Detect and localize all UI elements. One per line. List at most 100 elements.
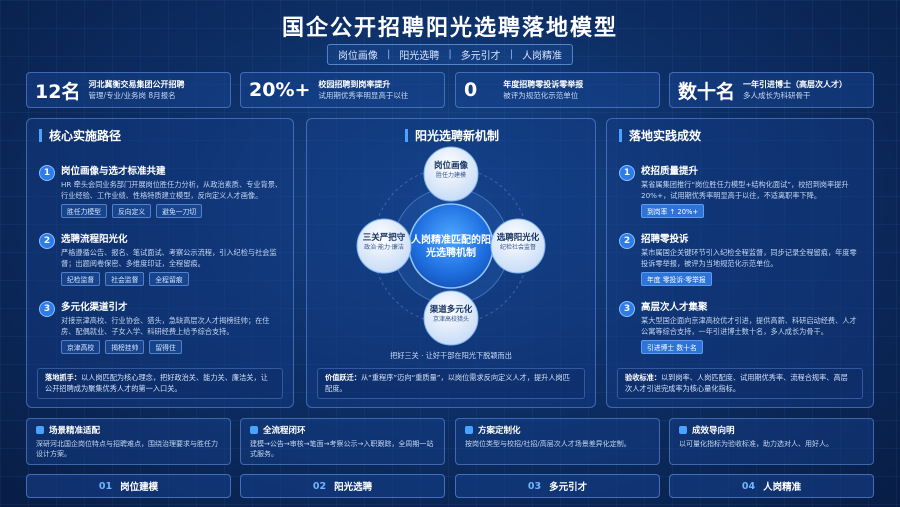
step-number-badge: 1: [39, 165, 55, 181]
stat-title: 一年引进博士（高层次人才）: [743, 80, 848, 89]
satellite-circle-top: [423, 146, 479, 202]
advantage-desc: 建模→公告→审核→笔面→考察公示→入职跟踪，全周期一站式服务。: [250, 440, 434, 458]
result-item-desc: 某市属国企关键环节引入纪检全程监督，同步记录全程留痕，年度零投诉零举报，被评为当…: [641, 248, 857, 268]
stat-title: 校园招聘到岗率提升: [318, 80, 391, 89]
advantage-desc: 按岗位类型与校招/社招/高层次人才场景差异化定制。: [465, 440, 631, 448]
nav-tab-number: 03: [527, 480, 542, 492]
tag-item: 多元引才: [460, 51, 501, 62]
panel-header: 落地实践成效: [607, 119, 873, 144]
advantage-title: 全流程闭环: [263, 426, 306, 436]
stat-number: 数十名: [678, 80, 736, 103]
hub-label: 人岗精准匹配的阳光选聘机制: [411, 235, 491, 259]
satellite-circle-left: [356, 218, 412, 274]
step-number-badge: 1: [619, 165, 635, 181]
path-item-desc: HR 牵头会同业务部门开展岗位胜任力分析，从政治素质、专业背景、行业经验、工作业…: [61, 180, 283, 200]
stat-title: 年度招聘零投诉零举报: [503, 80, 584, 89]
advantage-card: 成效导向明 以可量化指标为验收标准，助力选对人、用好人。: [669, 418, 874, 465]
stat-card-arrival-rate: 20%+ 校园招聘到岗率提升 试用期优秀率明显高于以往: [240, 72, 445, 108]
nav-tab-number: 01: [98, 480, 113, 492]
diagram-caption: 把好三关 · 让好干部在阳光下脱颖而出: [390, 351, 512, 360]
stat-number: 20%+: [249, 79, 311, 101]
path-item-title: 多元化渠道引才: [61, 302, 128, 313]
panel-note: 价值跃迁：从“重程序”迈向“重质量”，以岗位需求反向定义人才，提升人岗匹配度。: [317, 368, 585, 399]
satellite-title: 岗位画像: [433, 161, 468, 171]
loop-icon: [250, 426, 258, 434]
nav-tab-channels[interactable]: 03 多元引才: [455, 474, 660, 498]
advantage-title: 方案定制化: [478, 426, 521, 436]
metric-chip: 引进博士 数十名: [641, 340, 703, 354]
chip: 留得住: [149, 340, 182, 354]
left-panel: 核心实施路径 1 岗位画像与选才标准共建 HR 牵头会同业务部门开展岗位胜任力分…: [26, 118, 294, 408]
nav-tab-label: 多元引才: [549, 482, 588, 493]
path-item-desc: 对接京津高校、行业协会、猎头，急缺高层次人才揭榜挂帅；在住房、配偶就业、子女入学…: [61, 316, 270, 336]
nav-tab-label: 岗位建模: [120, 482, 159, 493]
stat-card-phd: 数十名 一年引进博士（高层次人才） 多人成长为科研骨干: [669, 72, 874, 108]
chip: 揭榜挂帅: [105, 340, 145, 354]
stat-subtitle: 多人成长为科研骨干: [743, 91, 811, 100]
chip: 社会监督: [105, 272, 145, 286]
panel-title: 核心实施路径: [49, 129, 122, 143]
chip: 全程留痕: [149, 272, 189, 286]
satellite-left: 三关严把守 政治·能力·廉洁: [357, 233, 411, 252]
page-title: 国企公开招聘阳光选聘落地模型: [281, 16, 618, 41]
stat-card-recruitment: 12名 河北冀衡交易集团公开招聘 管理/专业/业务岗 8月报名: [26, 72, 231, 108]
satellite-subtitle: 政治·能力·廉洁: [364, 244, 404, 251]
nav-tab-modeling[interactable]: 01 岗位建模: [26, 474, 231, 498]
path-item-title: 选聘流程阳光化: [61, 234, 128, 245]
path-item: 2 选聘流程阳光化 严格遵循公告、报名、笔试面试、考察公示流程，引入纪检与社会监…: [39, 233, 283, 286]
result-item-title: 高层次人才集聚: [641, 302, 708, 313]
nav-tab-number: 02: [312, 480, 327, 492]
path-item: 1 岗位画像与选才标准共建 HR 牵头会同业务部门开展岗位胜任力分析，从政治素质…: [39, 165, 283, 218]
satellite-title: 选聘阳光化: [496, 233, 540, 243]
panel-header: 核心实施路径: [27, 119, 293, 144]
stat-number: 12名: [35, 80, 81, 103]
chip-row: 胜任力模型 反向定义 避免一刀切: [61, 204, 283, 218]
result-item-desc: 某省属集团推行“岗位胜任力模型+结构化面试”，校招到岗率提升 20%+，试用期优…: [641, 180, 849, 200]
satellite-subtitle: 京津高校猎头: [432, 316, 469, 323]
tag-strip: 岗位画像 | 阳光选聘 | 多元引才 | 人岗精准: [326, 44, 574, 65]
path-item: 3 多元化渠道引才 对接京津高校、行业协会、猎头，急缺高层次人才揭榜挂帅；在住房…: [39, 301, 283, 354]
path-item-title: 岗位画像与选才标准共建: [61, 166, 166, 177]
advantage-desc: 以可量化指标为验收标准，助力选对人、用好人。: [679, 440, 833, 448]
chip-row: 年度 零投诉·零举报: [641, 272, 863, 286]
tag-separator: |: [386, 49, 391, 60]
result-item-title: 招聘零投诉: [641, 234, 689, 245]
stat-card-complaints: 0 年度招聘零投诉零举报 被评为规范化示范单位: [455, 72, 660, 108]
chip: 纪检监督: [61, 272, 101, 286]
panel-title: 阳光选聘新机制: [414, 129, 499, 143]
stat-number: 0: [464, 79, 478, 101]
step-number-badge: 2: [39, 233, 55, 249]
satellite-circle-bottom: [423, 290, 479, 346]
header-accent-bar: [39, 129, 42, 142]
stat-subtitle: 管理/专业/业务岗 8月报名: [88, 91, 176, 100]
right-panel: 落地实践成效 1 校招质量提升 某省属集团推行“岗位胜任力模型+结构化面试”，校…: [606, 118, 874, 408]
tag-separator: |: [448, 49, 452, 60]
result-item: 1 校招质量提升 某省属集团推行“岗位胜任力模型+结构化面试”，校招到岗率提升 …: [619, 165, 863, 218]
note-text: 以到岗率、人岗匹配度、试用期优秀率、流程合规率、高层次人才引进完成率为核心量化指…: [625, 373, 848, 393]
chip-row: 到岗率 ↑ 20%+: [641, 204, 863, 218]
advantage-card: 全流程闭环 建模→公告→审核→笔面→考察公示→入职跟踪，全周期一站式服务。: [240, 418, 445, 465]
tag-separator: |: [509, 49, 514, 60]
nav-tab-label: 人岗精准: [763, 482, 802, 493]
satellite-right: 选聘阳光化 纪检社会监督: [491, 233, 545, 252]
result-item: 2 招聘零投诉 某市属国企关键环节引入纪检全程监督，同步记录全程留痕，年度零投诉…: [619, 233, 863, 286]
chip: 避免一刀切: [156, 204, 203, 218]
mechanism-diagram: [356, 146, 546, 346]
satellite-circle-right: [490, 218, 546, 274]
stat-subtitle: 试用期优秀率明显高于以往: [318, 91, 409, 100]
note-label: 验收标准：: [625, 373, 661, 382]
note-label: 价值跃迁：: [325, 373, 361, 382]
stat-title: 河北冀衡交易集团公开招聘: [88, 80, 185, 89]
advantage-desc: 深研河北国企岗位特点与招聘难点，围绕治理要求与胜任力设计方案。: [36, 440, 218, 458]
advantage-card: 场景精准适配 深研河北国企岗位特点与招聘难点，围绕治理要求与胜任力设计方案。: [26, 418, 231, 465]
target-icon: [36, 426, 44, 434]
tag-item: 阳光选聘: [399, 51, 440, 62]
header-accent-bar: [619, 129, 622, 142]
stat-subtitle: 被评为规范化示范单位: [503, 91, 579, 100]
panel-header: 阳光选聘新机制: [307, 119, 595, 144]
result-item-desc: 某大型国企面向京津高校优才引进，提供高薪、科研启动经费、人才公寓等综合支持，一年…: [641, 316, 857, 336]
satellite-subtitle: 胜任力建模: [435, 172, 466, 179]
metric-chip: 年度 零投诉·零举报: [641, 272, 712, 286]
